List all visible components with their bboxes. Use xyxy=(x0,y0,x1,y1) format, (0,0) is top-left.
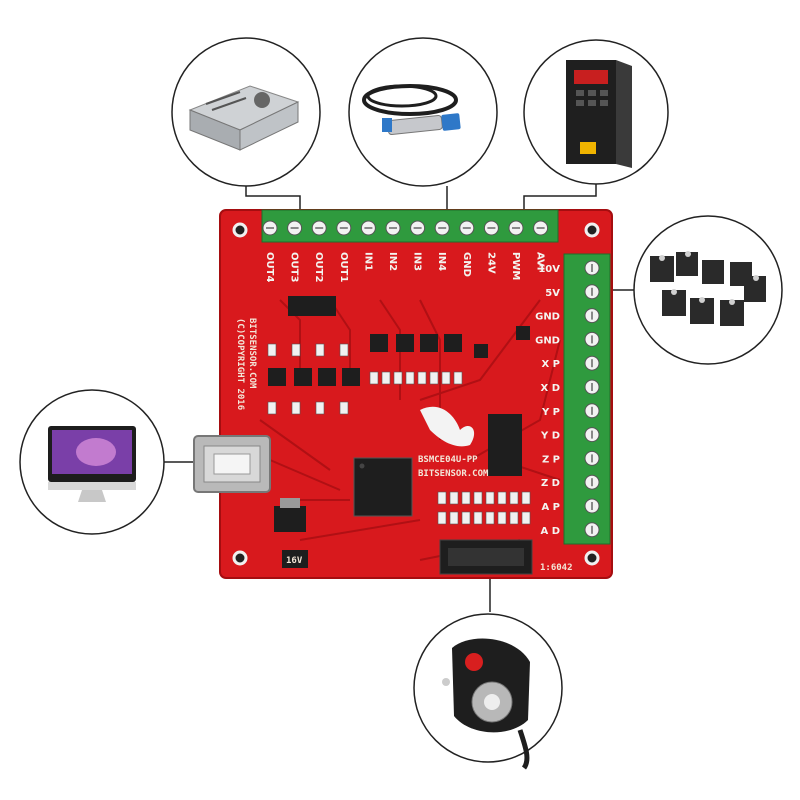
right-terminal-label: Z P xyxy=(542,454,560,465)
right-terminal-label: Y P xyxy=(541,407,560,418)
proximity-sensor-circle xyxy=(348,37,498,187)
board-site: BITSENSOR.COM xyxy=(418,469,489,479)
power-supply-icon xyxy=(188,85,300,151)
header-label: 1:6042 xyxy=(540,563,573,573)
top-terminal-block xyxy=(261,209,559,243)
stepper-motor-icon xyxy=(650,251,766,326)
top-terminal-label: OUT3 xyxy=(289,252,300,282)
copyright-text: (C)COPYRIGHT 2016 xyxy=(235,318,245,410)
idc-header xyxy=(439,539,533,575)
top-terminal-label: GND xyxy=(461,252,472,277)
top-terminal-label: OUT1 xyxy=(338,252,349,282)
right-terminal-label: X D xyxy=(541,383,561,394)
right-terminal-block xyxy=(563,253,611,545)
power-supply-circle xyxy=(171,37,321,187)
right-terminal-label: A P xyxy=(541,502,560,513)
right-terminal-label: GND xyxy=(535,335,560,346)
vfd-circle xyxy=(523,39,669,185)
right-terminal-label: 5V xyxy=(545,288,560,299)
connection-lines xyxy=(164,184,634,612)
voltage-regulator xyxy=(274,498,306,532)
mcu-chip xyxy=(353,457,413,517)
right-terminal-label: 10V xyxy=(538,264,560,275)
stepper-motors-circle xyxy=(633,215,783,365)
logic-ic xyxy=(488,414,522,476)
right-terminal-label: Y D xyxy=(540,431,560,442)
computer-circle xyxy=(19,389,165,535)
right-terminal-label: A D xyxy=(540,526,560,537)
right-terminal-label: GND xyxy=(535,312,560,323)
computer-icon xyxy=(48,426,136,502)
handwheel-icon xyxy=(442,638,530,770)
top-terminal-label: IN1 xyxy=(362,252,373,271)
svg-text:16V: 16V xyxy=(286,556,303,566)
mpg-handwheel-circle xyxy=(413,613,563,770)
top-terminal-label: PWM xyxy=(510,252,521,280)
right-terminal-label: Z D xyxy=(541,478,560,489)
board-model: BSMCE04U-PP xyxy=(418,455,478,465)
top-terminal-label: IN3 xyxy=(412,252,423,271)
mounting-holes xyxy=(232,222,600,566)
top-terminal-label: 24V xyxy=(485,252,496,274)
capacitor: 16V xyxy=(282,550,308,568)
optocoupler-ic xyxy=(288,296,336,316)
controller-board: 1:6042 16V BSMCE04U-PP BITSENSOR.COM BIT… xyxy=(193,209,613,579)
brand-text: BITSENSOR.COM xyxy=(247,318,257,389)
top-terminal-label: OUT2 xyxy=(313,252,324,282)
top-terminal-label: AVI xyxy=(535,252,546,271)
usb-connector xyxy=(193,435,271,493)
sensor-icon xyxy=(362,84,461,135)
top-terminal-label: IN4 xyxy=(436,252,447,271)
top-terminal-label: IN2 xyxy=(387,252,398,271)
top-terminal-label: OUT4 xyxy=(264,252,275,282)
inverter-icon xyxy=(566,60,632,168)
smd-components xyxy=(267,343,531,525)
brand-logo xyxy=(420,406,475,447)
right-terminal-label: X P xyxy=(541,359,560,370)
mosfet-array xyxy=(268,326,530,386)
